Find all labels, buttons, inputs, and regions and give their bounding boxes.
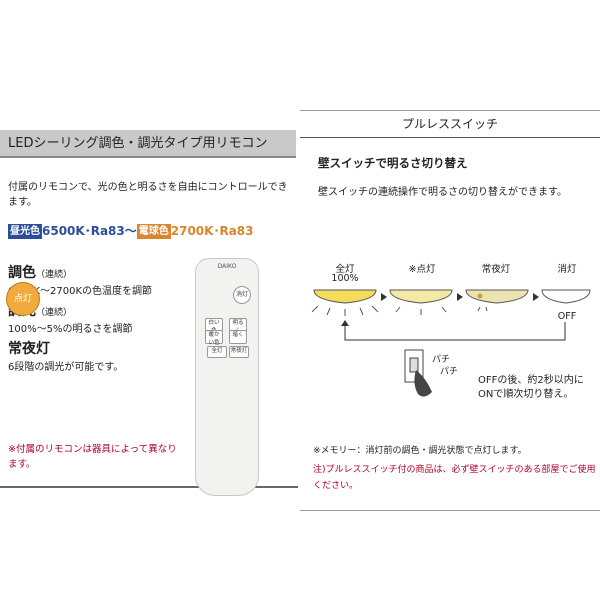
feature-title: 常夜灯: [8, 341, 50, 357]
state-value: 100%: [331, 273, 359, 284]
feature-desc: 100%～5%の明るさを調節: [8, 324, 133, 335]
remote-on-button: 点灯: [6, 282, 40, 316]
feature-desc: 6段階の調光が可能です。: [8, 362, 124, 373]
remote-full-button: 全灯: [207, 346, 227, 358]
wall-switch-description: 壁スイッチの連続操作で明るさの切り替えができます。: [318, 187, 567, 198]
feature-sub: （連続）: [36, 308, 73, 318]
pachi-sound-1: パチ: [432, 355, 451, 365]
daylight-spec: 6500K･Ra83～: [42, 224, 137, 238]
divider: [0, 486, 298, 488]
remote-off-button: 消灯: [233, 286, 251, 304]
left-panel: LEDシーリング調色・調光タイプ用リモコン 付属のリモコンで、光の色と明るさを自…: [0, 0, 298, 600]
hand-icon: [414, 370, 432, 397]
feature-sub: （連続）: [36, 270, 73, 280]
state-label: ※点灯: [408, 264, 436, 275]
lamp-off-icon: [541, 289, 591, 304]
feature-color: 調色（連続） 6500K～2700Kの色温度を調節: [8, 262, 193, 297]
state-label: 常夜灯: [481, 264, 511, 275]
lamp-cycle-diagram: [311, 289, 591, 397]
state-label: 消灯: [557, 264, 577, 275]
remote-bright-down-button: 暗く: [229, 330, 247, 344]
remote-night-button: 常夜灯: [229, 346, 249, 358]
feature-nightlight: 常夜灯 6段階の調光が可能です。: [8, 338, 193, 373]
remote-section-header: LEDシーリング調色・調光タイプ用リモコン: [0, 130, 296, 158]
feature-title: 調色: [8, 265, 36, 281]
pachi-sound-2: パチ: [440, 367, 459, 377]
wall-switch-heading: 壁スイッチで明るさ切り替え: [318, 156, 468, 170]
remote-logo: DAIKO: [217, 263, 237, 270]
arrow-right-icon: [457, 293, 463, 301]
divider: [300, 510, 600, 511]
daylight-tag: 昼光色: [8, 224, 42, 239]
warm-spec: 2700K･Ra83: [170, 224, 254, 238]
return-loop-line: [344, 322, 566, 341]
state-value: OFF: [557, 311, 577, 322]
feature-desc: 6500K～2700Kの色温度を調節: [8, 286, 153, 297]
remote-note: ※付属のリモコンは器具によって異なります。: [8, 444, 177, 470]
off-instruction: OFFの後、約2秒以内にONで順次切り替え。: [478, 375, 584, 400]
caution-note: 注)プルレススイッチ付の商品は、必ず壁スイッチのある部屋でご使用ください。: [313, 465, 596, 491]
remote-description: 付属のリモコンで、光の色と明るさを自由にコントロールできます。: [8, 182, 288, 208]
pullless-title: プルレススイッチ: [401, 117, 498, 131]
lamp-full-icon: [311, 289, 379, 316]
remote-color-down-button: 暖かい色: [205, 330, 223, 346]
lamp-nightlight-icon: [465, 289, 529, 312]
arrow-right-icon: [381, 293, 387, 301]
warm-tag: 電球色: [136, 224, 171, 239]
arrow-up-icon: [341, 320, 349, 326]
divider: [300, 137, 600, 138]
state-label: 全灯: [335, 264, 355, 275]
memory-note: ※メモリー：消灯前の調色・調光状態で点灯します。: [313, 446, 527, 456]
divider: [300, 110, 600, 111]
lamp-on-icon: [389, 289, 453, 315]
arrow-right-icon: [533, 293, 539, 301]
